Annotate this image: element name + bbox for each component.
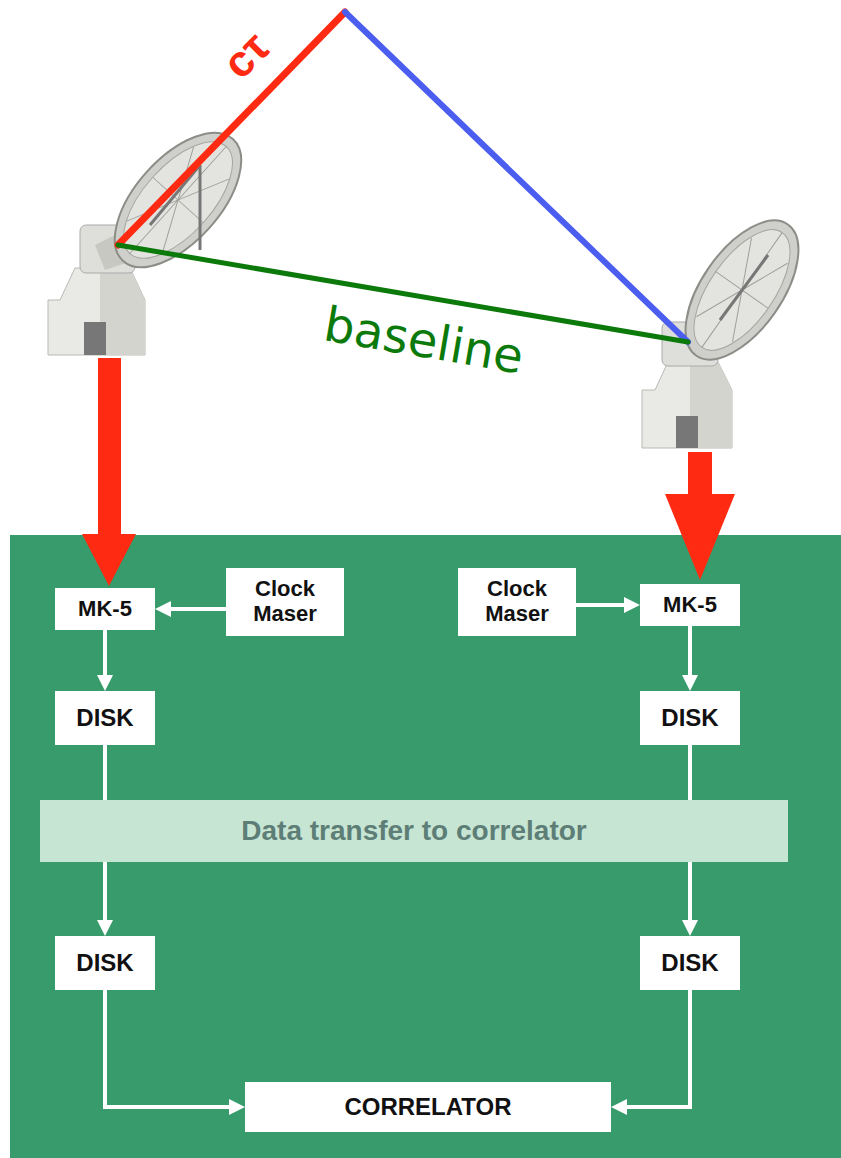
flow-arrow [576,603,630,607]
delay-label: cτ [215,24,277,86]
flow-arrow [105,990,235,1107]
node-text: CORRELATOR [344,1094,511,1121]
flow-arrow [103,862,107,926]
node-text: DISK [661,950,718,977]
transfer-band: Data transfer to correlator [40,800,788,862]
node-text: DISK [76,705,133,732]
node-text: MK-5 [663,593,717,618]
process-box: CORRELATOR [245,1082,611,1132]
node-text: Data transfer to correlator [241,815,586,846]
flow-arrow [688,626,692,681]
flow-arrow [688,745,692,800]
node-text: DISK [76,950,133,977]
process-box: DISK [55,936,155,990]
flow-arrow [103,745,107,800]
flow-arrow [621,990,690,1107]
green-panel [10,535,841,1158]
delay-line [118,12,345,245]
process-box: DISK [55,691,155,745]
process-box: DISK [640,691,740,745]
antenna-left [48,111,264,355]
node-text: Clock Maser [234,577,336,626]
node-text: MK-5 [78,597,132,622]
flow-arrow [165,607,226,611]
node-text: DISK [661,705,718,732]
process-box: MK-5 [640,584,740,626]
process-box: Clock Maser [458,568,576,636]
process-box: Clock Maser [226,568,344,636]
flow-arrow [103,630,107,681]
signal-arrow [82,358,136,586]
node-text: Clock Maser [466,577,568,626]
process-box: DISK [640,936,740,990]
flow-arrow [688,862,692,926]
signal-arrow [665,452,735,580]
process-box: MK-5 [55,588,155,630]
